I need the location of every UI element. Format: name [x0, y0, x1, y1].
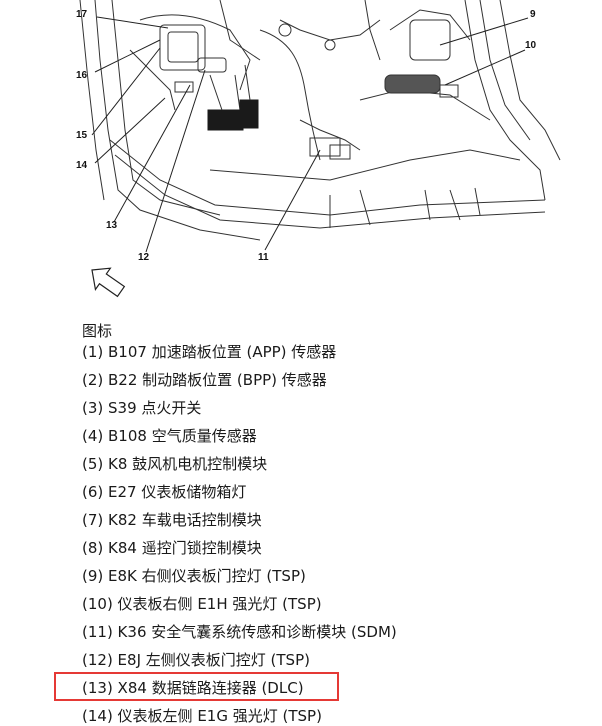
highlight-box: [54, 672, 339, 701]
callout-10: 10: [525, 40, 537, 51]
callout-14: 14: [76, 160, 88, 171]
legend-item: (10) 仪表板右侧 E1H 强光灯 (TSP): [82, 595, 322, 613]
legend-item: (5) K8 鼓风机电机控制模块: [82, 455, 268, 473]
legend-item: (14) 仪表板左侧 E1G 强光灯 (TSP): [82, 707, 322, 725]
legend-item: (11) K36 安全气囊系统传感和诊断模块 (SDM): [82, 623, 397, 641]
component-location-diagram: [79, 0, 561, 298]
legend-item: (8) K84 遥控门锁控制模块: [82, 539, 262, 557]
legend-item: (2) B22 制动踏板位置 (BPP) 传感器: [82, 371, 327, 389]
legend-item-highlighted: (13) X84 数据链路连接器 (DLC): [82, 679, 304, 697]
legend-item: (12) E8J 左侧仪表板门控灯 (TSP): [82, 651, 310, 669]
legend-item: (3) S39 点火开关: [82, 399, 202, 417]
legend-item: (7) K82 车载电话控制模块: [82, 511, 262, 529]
callout-15: 15: [76, 130, 88, 141]
callout-11: 11: [258, 252, 269, 263]
legend-title: 图标: [82, 322, 113, 340]
callout-9: 9: [530, 9, 536, 20]
callout-13: 13: [106, 220, 118, 231]
legend-item: (4) B108 空气质量传感器: [82, 427, 257, 445]
callout-16: 16: [76, 70, 88, 81]
legend-item: (1) B107 加速踏板位置 (APP) 传感器: [82, 343, 337, 361]
callout-17: 17: [76, 9, 88, 20]
legend-item: (6) E27 仪表板储物箱灯: [82, 483, 247, 501]
callout-12: 12: [138, 252, 150, 263]
legend-item: (9) E8K 右侧仪表板门控灯 (TSP): [82, 567, 306, 585]
